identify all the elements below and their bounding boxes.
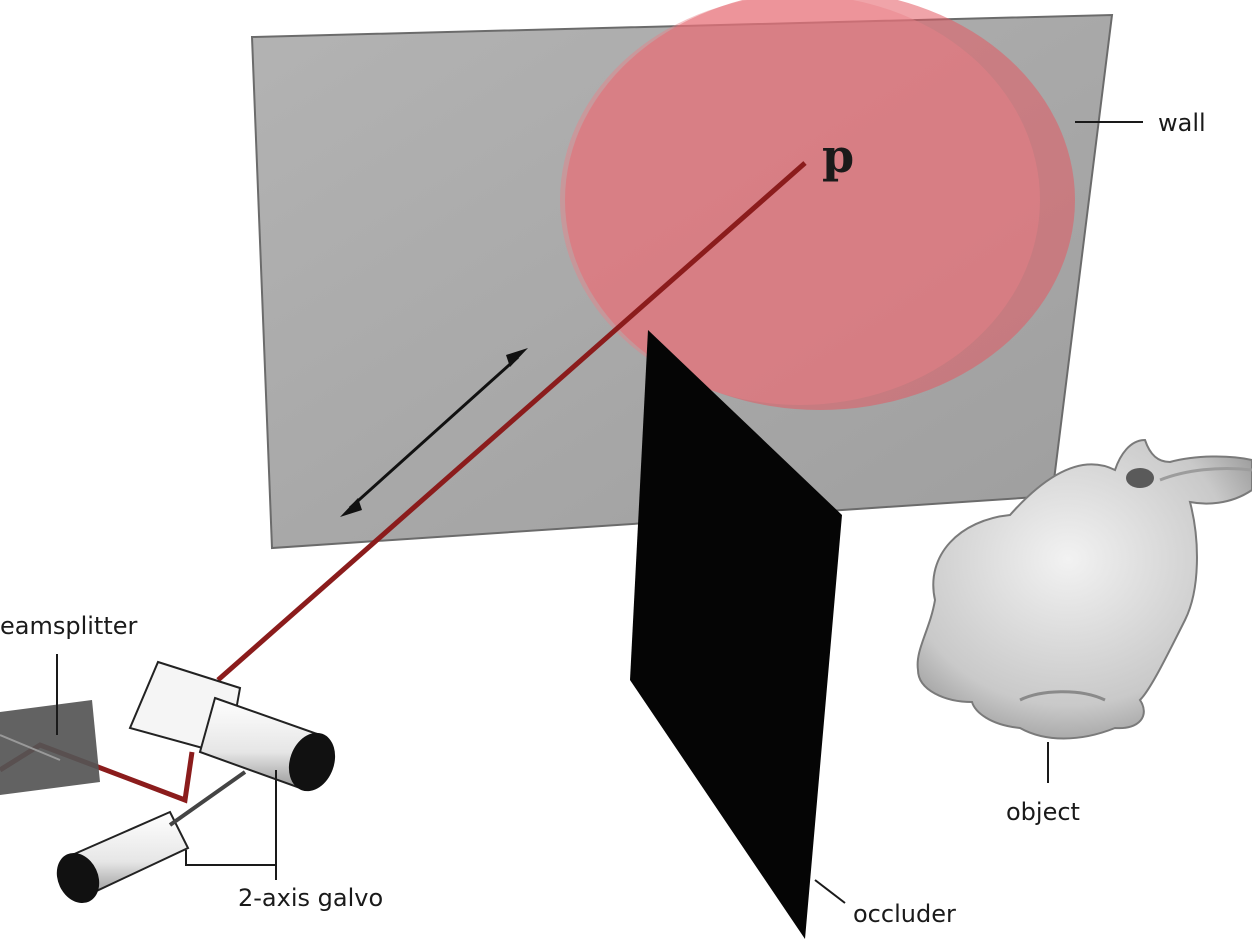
illumination-disk-core — [560, 0, 1040, 405]
occluder-label: occluder — [853, 900, 956, 928]
point-p-label: p — [822, 129, 854, 183]
laser-beam-main — [216, 161, 807, 682]
occluder-callout-line — [814, 879, 846, 904]
galvo-scanner-icon — [56, 660, 336, 904]
occluder-panel — [630, 330, 842, 939]
stanford-bunny-icon — [916, 438, 1252, 740]
illumination-disk — [565, 0, 1075, 410]
beamsplitter-plate — [0, 700, 100, 795]
beamsplitter-edge — [0, 734, 61, 761]
beamsplitter-label: eamsplitter — [0, 612, 138, 640]
wall-label: wall — [1158, 109, 1206, 137]
double-headed-arrow-icon — [340, 348, 528, 517]
object-label: object — [1006, 798, 1080, 826]
galvo-label: 2-axis galvo — [238, 884, 383, 912]
galvo-callout-line — [185, 770, 277, 866]
